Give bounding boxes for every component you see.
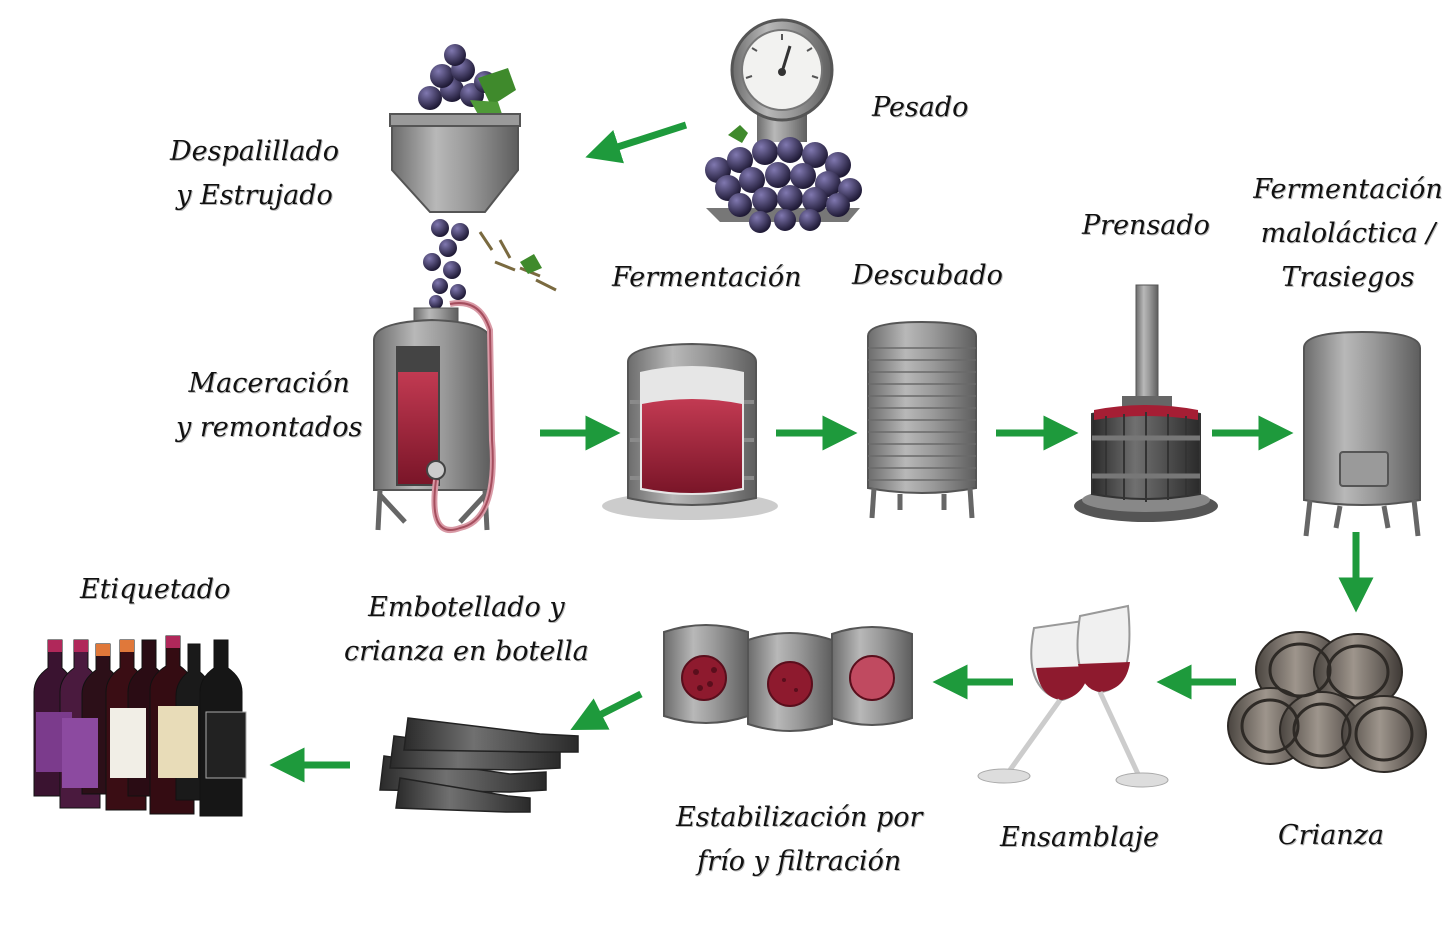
labeled-bottles-icon (33, 635, 247, 817)
label-estabilizacion-line2: frío y filtración (697, 846, 902, 877)
label-malolactica-line2: maloláctica / (1260, 218, 1436, 249)
label-embotellado-line2: crianza en botella (344, 636, 589, 667)
label-estabilizacion: Estabilización por frío y filtración (676, 796, 922, 884)
label-despalillado: Despalillado y Estrujado (170, 130, 339, 218)
label-maceracion: Maceración y remontados (176, 362, 362, 450)
label-estabilizacion-line1: Estabilización por (676, 802, 923, 833)
arrow-estabilizacion-to-embotellado (570, 690, 643, 730)
label-embotellado-line1: Embotellado y (368, 592, 565, 623)
label-pesado: Pesado (872, 92, 969, 123)
label-crianza: Crianza (1278, 820, 1385, 851)
label-malolactica-line3: Trasiegos (1281, 262, 1415, 293)
label-descubado: Descubado (852, 260, 1003, 291)
label-maceracion-line2: y remontados (176, 412, 363, 443)
wine-glasses-icon (977, 604, 1169, 788)
destemmer-hopper-icon (389, 44, 557, 309)
label-maceracion-line1: Maceración (188, 368, 350, 399)
wine-press-icon (1074, 284, 1218, 522)
filter-tanks-icon (663, 624, 913, 732)
flow-arrows (269, 121, 1374, 783)
fermentation-vat-icon (602, 342, 778, 520)
steel-tank-icon (1303, 330, 1421, 537)
arrow-pesado-to-despalillado (585, 121, 688, 164)
maceration-tank-icon (373, 300, 496, 533)
label-ensamblaje: Ensamblaje (1000, 822, 1160, 853)
label-despalillado-line1: Despalillado (170, 136, 340, 167)
label-malolactica-line1: Fermentación (1253, 174, 1443, 205)
label-despalillado-line2: y Estrujado (176, 180, 333, 211)
label-malolactica: Fermentación maloláctica / Trasiegos (1248, 168, 1448, 300)
label-etiquetado: Etiquetado (80, 574, 231, 605)
label-prensado: Prensado (1082, 210, 1210, 241)
barrels-icon (1227, 631, 1427, 773)
label-fermentacion: Fermentación (612, 262, 802, 293)
lying-bottles-icon (379, 717, 579, 813)
empty-tank-icon (867, 320, 977, 519)
label-embotellado: Embotellado y crianza en botella (344, 586, 589, 674)
weighing-scale-icon (705, 18, 862, 233)
